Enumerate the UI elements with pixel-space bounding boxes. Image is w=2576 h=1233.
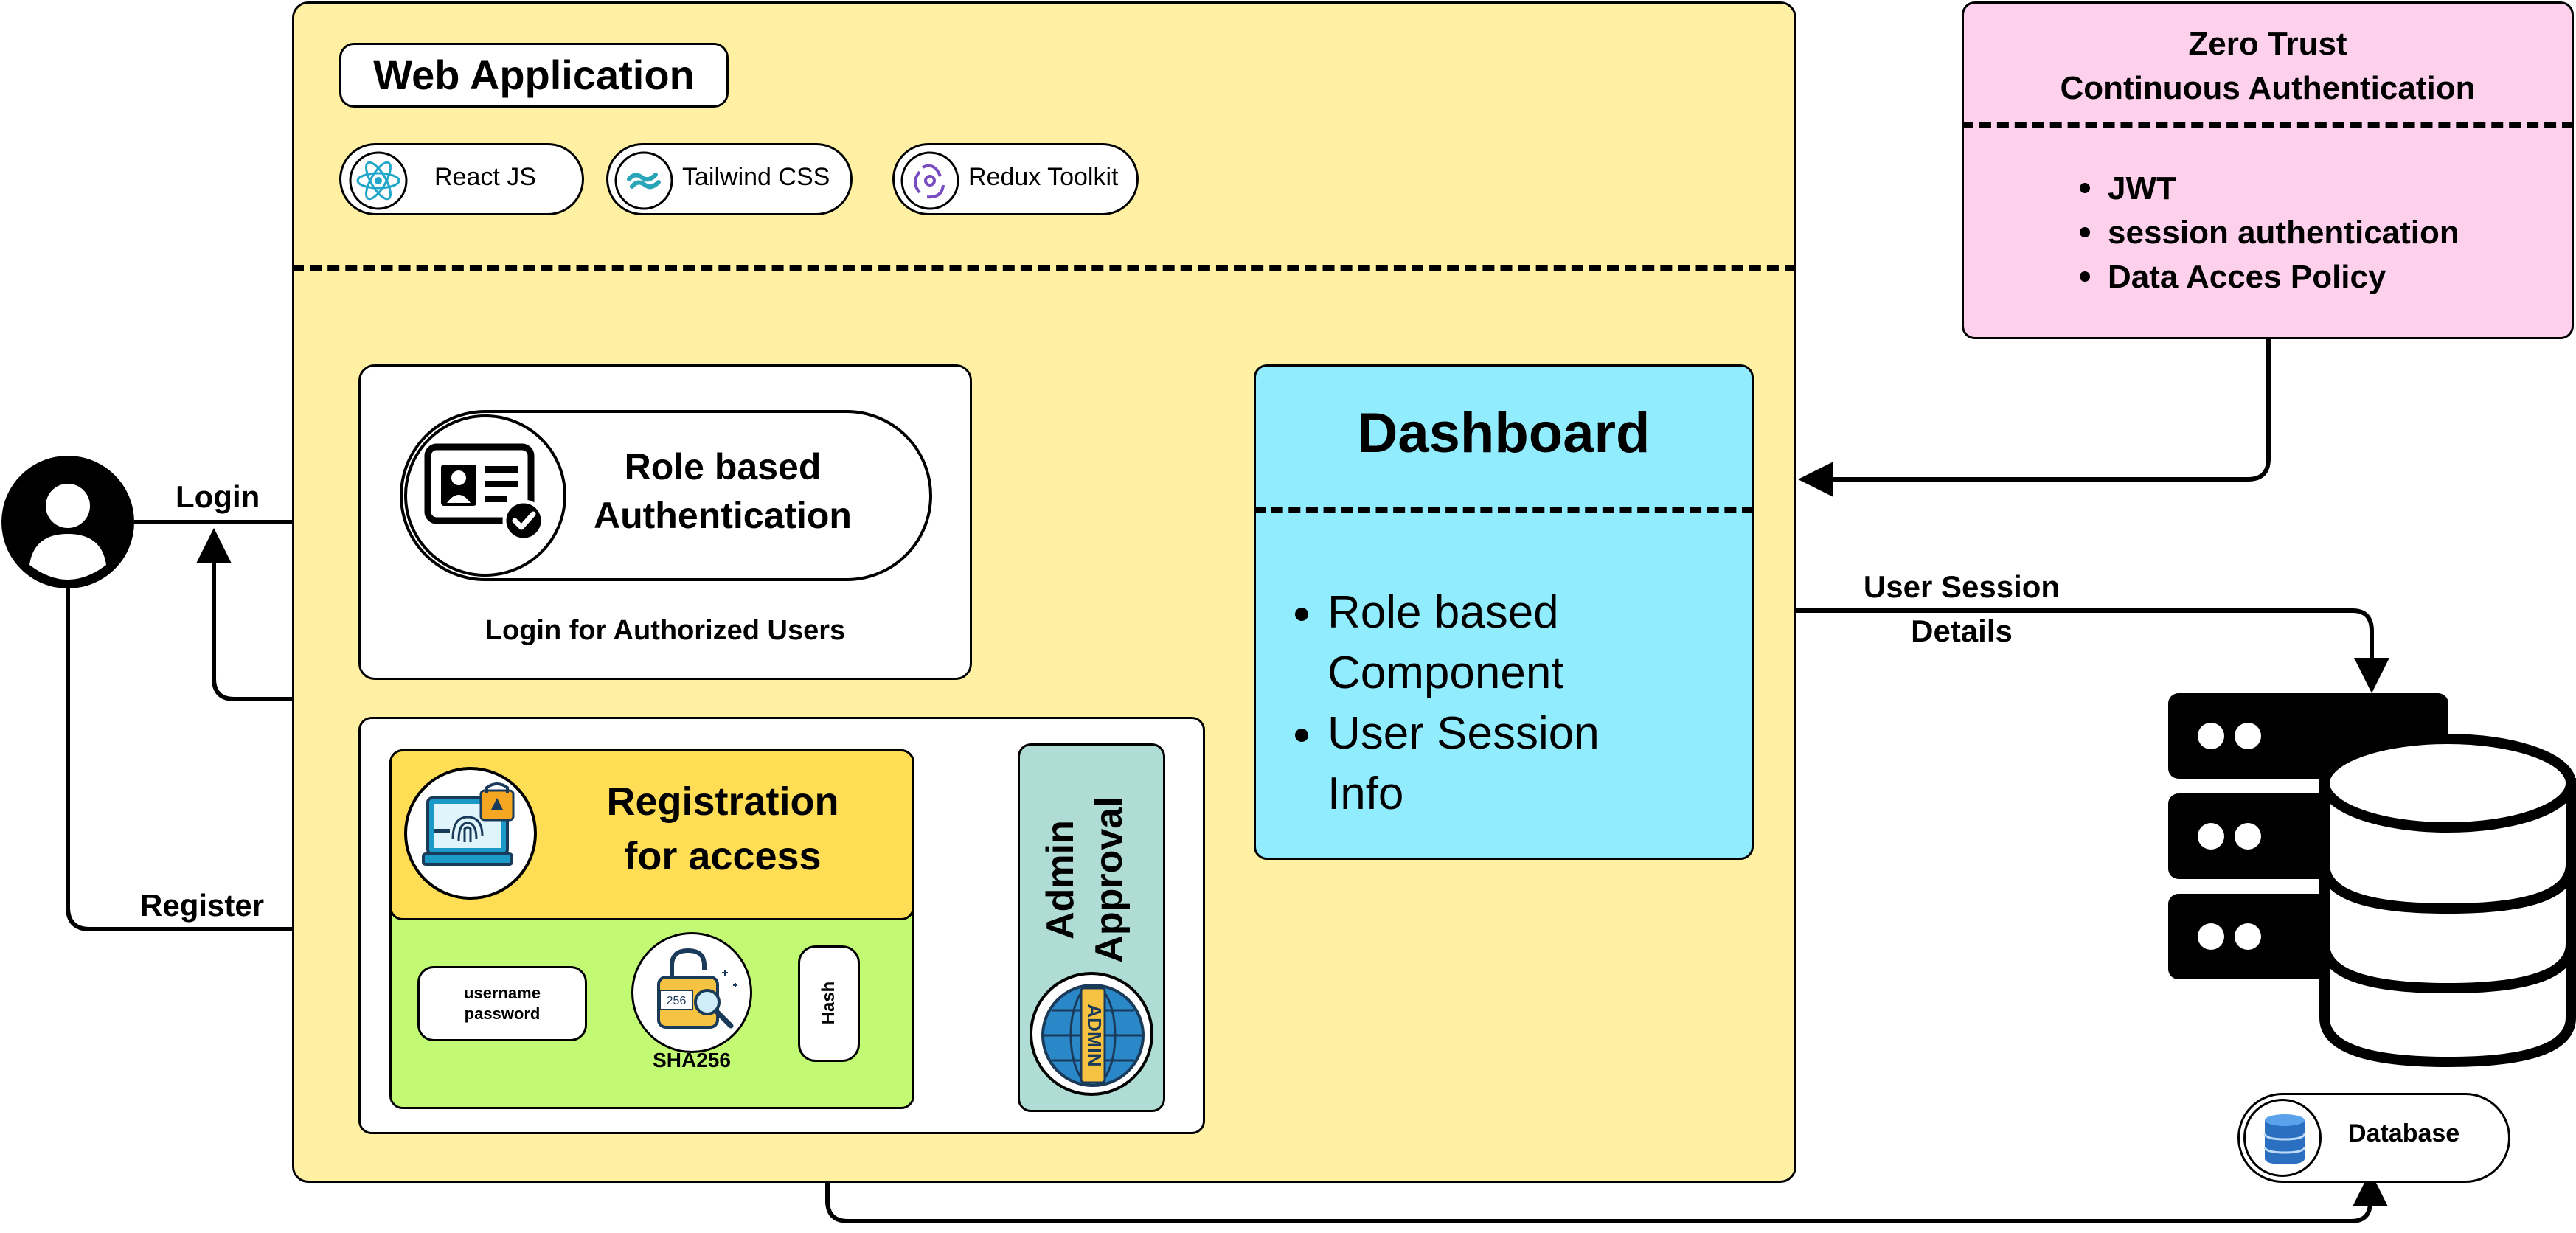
- session-details-label: User Session Details: [1844, 565, 2080, 653]
- dashboard-item-2: User Session Info: [1295, 704, 1740, 824]
- register-arrow: [66, 588, 395, 947]
- sha-label: SHA256: [653, 1049, 731, 1072]
- session-details-line1: User Session: [1863, 569, 2061, 604]
- web-app-title: Web Application: [339, 43, 729, 108]
- dashboard-item-1: Role based Component: [1295, 583, 1740, 704]
- hash-box: [798, 945, 860, 1062]
- sha-icon-circle: 256: [631, 932, 752, 1053]
- dashboard-item-1-line2: Component: [1327, 647, 1564, 698]
- zero-trust-title: Zero Trust Continuous Authentication: [1962, 22, 2574, 111]
- tech-label-react: React JS: [434, 163, 536, 191]
- web-app-divider: [292, 265, 1796, 271]
- admin-icon-circle: ADMIN: [1030, 972, 1153, 1096]
- registration-title: Registration for access: [560, 774, 885, 883]
- tech-pill-tailwind: Tailwind CSS: [606, 143, 853, 215]
- zero-trust-item-2: session authentication: [2080, 211, 2550, 255]
- tailwind-icon: [614, 151, 673, 210]
- session-details-line2: Details: [1911, 614, 2013, 648]
- react-icon: [349, 151, 408, 210]
- padlock-search-icon: 256: [657, 948, 737, 1029]
- database-pill-icon-circle: [2243, 1099, 2322, 1177]
- register-label: Register: [140, 888, 265, 923]
- sha-badge-text: 256: [667, 995, 687, 1007]
- zero-trust-list: JWT session authentication Data Acces Po…: [2080, 167, 2550, 299]
- registration-title-line1: Registration: [606, 779, 839, 824]
- zero-trust-arrow: [1798, 339, 2271, 497]
- database-label: Database: [2348, 1119, 2460, 1147]
- auth-caption: Login for Authorized Users: [485, 615, 846, 646]
- database-icon: [2263, 1114, 2306, 1164]
- registration-icon-circle: [404, 767, 537, 900]
- zero-trust-bullet-3: [2080, 271, 2090, 282]
- zero-trust-title-line2: Continuous Authentication: [2060, 70, 2476, 106]
- auth-title-line1: Role based: [624, 446, 822, 487]
- dashboard-bullet-2: [1295, 729, 1308, 742]
- auth-title: Role based Authentication: [568, 442, 878, 540]
- zero-trust-item-3-text: Data Acces Policy: [2108, 259, 2386, 295]
- dashboard-box: [1254, 364, 1754, 860]
- dashboard-bullet-1: [1295, 608, 1308, 621]
- redux-icon: [900, 151, 959, 210]
- id-card-check-icon: [424, 443, 545, 542]
- dashboard-title: Dashboard: [1357, 402, 1650, 465]
- dashboard-list: Role based Component User Session Info: [1295, 583, 1740, 824]
- session-to-database-arrow: [1755, 608, 2389, 693]
- dashboard-item-1-line1: Role based: [1327, 587, 1559, 638]
- zero-trust-bullet-2: [2080, 227, 2090, 237]
- credentials-username: username: [464, 984, 541, 1002]
- login-label: Login: [176, 479, 260, 514]
- dashboard-item-2-line2: Info: [1327, 768, 1404, 819]
- auth-title-line2: Authentication: [594, 495, 852, 536]
- hash-label: Hash: [819, 981, 839, 1025]
- dashboard-item-2-line1: User Session: [1327, 708, 1600, 759]
- hash-to-database-arrow: [825, 1062, 2388, 1223]
- credentials-field: username password: [417, 966, 587, 1041]
- fingerprint-lock-icon: [422, 782, 515, 866]
- registration-title-line2: for access: [624, 834, 822, 878]
- zero-trust-title-line1: Zero Trust: [2188, 26, 2347, 62]
- zero-trust-item-3: Data Acces Policy: [2080, 255, 2550, 299]
- auth-icon-circle: [404, 414, 566, 577]
- zero-trust-bullet-1: [2080, 183, 2090, 193]
- tech-label-tailwind: Tailwind CSS: [682, 163, 830, 191]
- zero-trust-item-1-text: JWT: [2108, 170, 2176, 206]
- user-icon: [1, 456, 134, 588]
- admin-globe-icon: ADMIN: [1041, 984, 1145, 1087]
- zero-trust-item-2-text: session authentication: [2108, 215, 2459, 251]
- zero-trust-item-1: JWT: [2080, 167, 2550, 211]
- zero-trust-divider: [1962, 122, 2574, 128]
- database-server-icon: [2168, 693, 2576, 1068]
- tech-pill-react: React JS: [339, 143, 584, 215]
- credentials-password: password: [464, 1004, 541, 1023]
- admin-badge-text: ADMIN: [1083, 1004, 1105, 1066]
- tech-pill-redux: Redux Toolkit: [892, 143, 1139, 215]
- zero-trust-box: [1962, 1, 2574, 339]
- tech-label-redux: Redux Toolkit: [968, 163, 1119, 191]
- dashboard-divider: [1254, 507, 1754, 513]
